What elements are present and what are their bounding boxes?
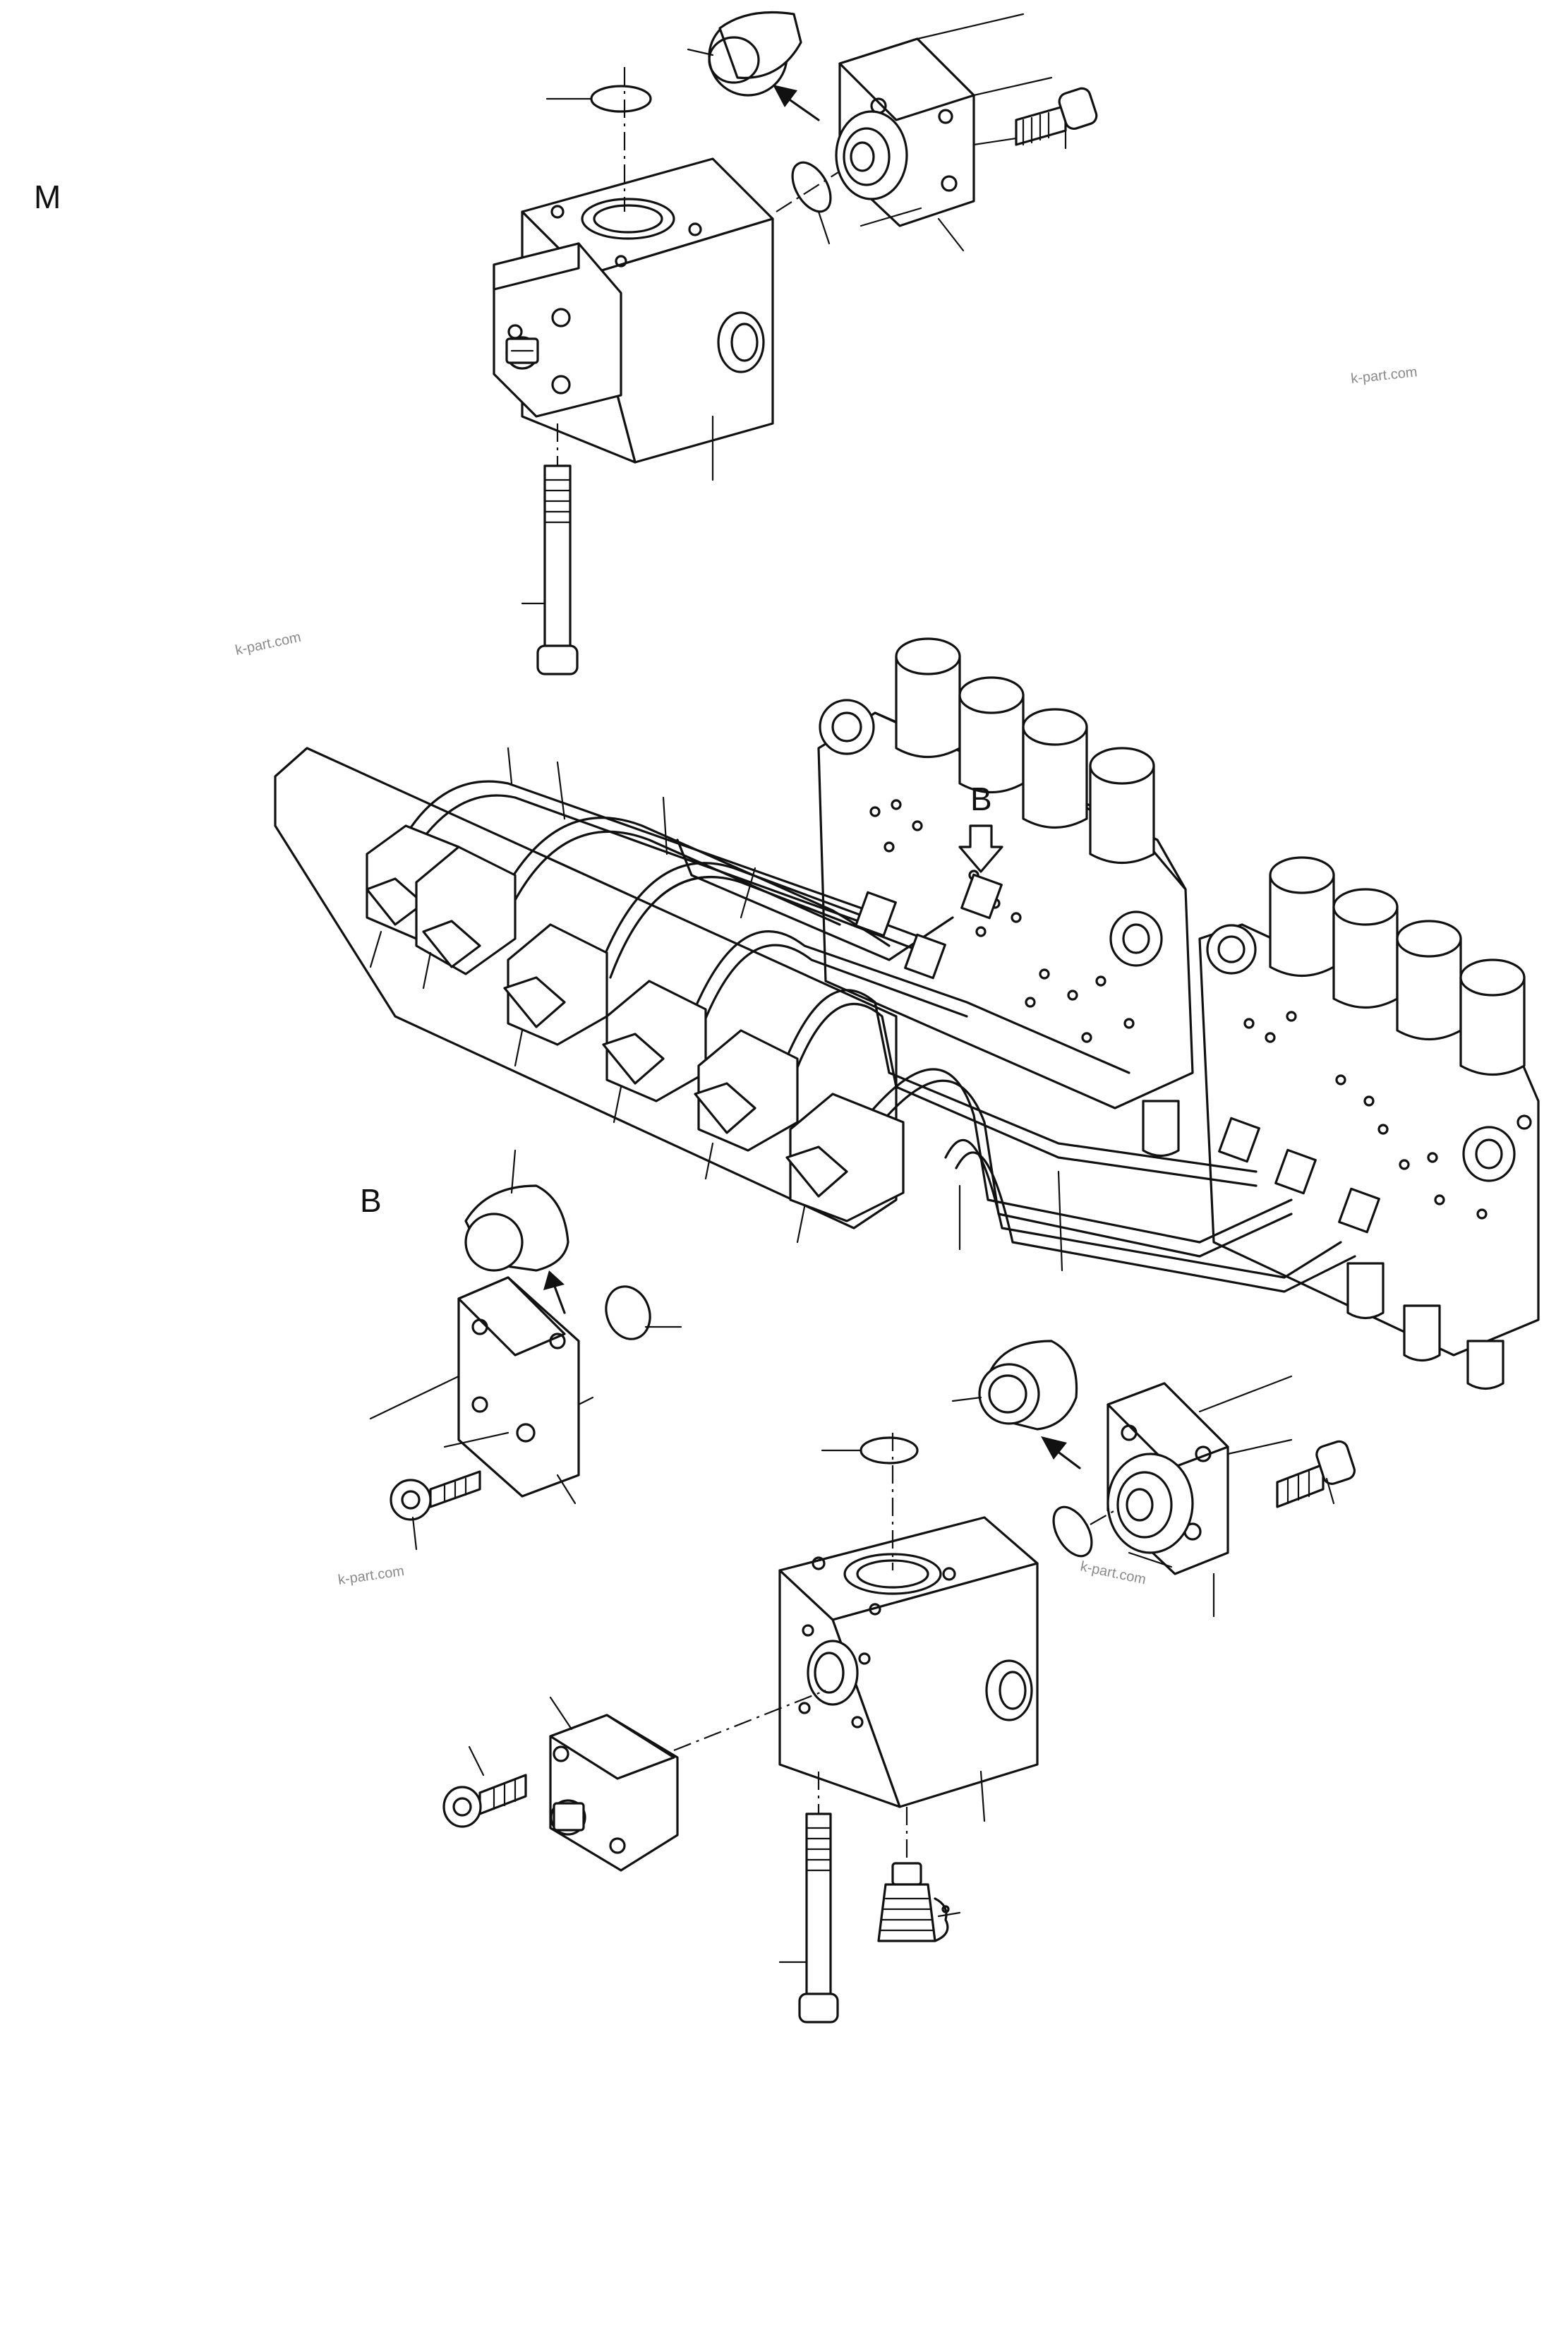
solenoid-valves [366, 824, 905, 1222]
detail-b-long-bolt [778, 1772, 839, 2024]
solenoid-4 [602, 980, 707, 1102]
solenoid-manifold [274, 747, 1380, 1293]
solenoid-6 [785, 1093, 905, 1222]
detail-b-o-ring-right [1052, 1505, 1093, 1558]
top-flange [835, 13, 1053, 252]
watermark-2: k-part.com [234, 630, 302, 659]
top-side-cover [493, 242, 622, 418]
hydraulic-pipes [394, 780, 1356, 1293]
valve-bank-2 [1142, 856, 1540, 1390]
detail-b-right-bolt [1276, 1440, 1356, 1508]
view-arrow-b [958, 824, 1003, 873]
detail-b-right-flange [951, 1340, 1356, 1618]
detail-b-o-ring-left [605, 1285, 651, 1340]
detail-b-left-flange [369, 1149, 682, 1551]
valve-bank-1 [817, 637, 1194, 1110]
watermark-1: k-part.com [1350, 364, 1418, 387]
top-o-ring [590, 85, 652, 113]
pipe-fittings [855, 873, 1380, 1234]
detail-b-side-cover [549, 1689, 826, 1872]
removal-arrow-b [543, 1270, 566, 1314]
detail-b-valve-block [778, 1433, 1039, 1822]
view-label-m: M [34, 179, 61, 215]
detail-b-right-cap [951, 1340, 1078, 1431]
top-cap [687, 11, 802, 97]
side-o-ring [791, 161, 832, 213]
watermark-3: k-part.com [337, 1563, 406, 1588]
view-label-b: B [360, 1182, 382, 1219]
detail-b-cap [464, 1149, 569, 1272]
control-valve-banks: B [817, 637, 1540, 1390]
solenoid-3 [503, 923, 608, 1046]
top-valve-assembly [493, 11, 1098, 675]
solenoid-5 [694, 1029, 799, 1152]
detail-b-left-bolt [390, 1470, 481, 1551]
watermark-4: k-part.com [1079, 1558, 1147, 1587]
top-flange-bolt [1015, 87, 1098, 150]
top-long-bolt [521, 423, 579, 675]
solenoid-2 [415, 846, 517, 975]
removal-arrow-top [773, 85, 820, 121]
removal-arrow-b2 [1041, 1436, 1081, 1469]
detail-b-top-o-ring [860, 1436, 919, 1465]
detail-b-cover-bolt [442, 1745, 527, 1828]
view-arrow-b-label: B [970, 781, 992, 817]
solenoid-leader-lines [369, 747, 1063, 1272]
detail-b-sensor [877, 1807, 961, 1942]
